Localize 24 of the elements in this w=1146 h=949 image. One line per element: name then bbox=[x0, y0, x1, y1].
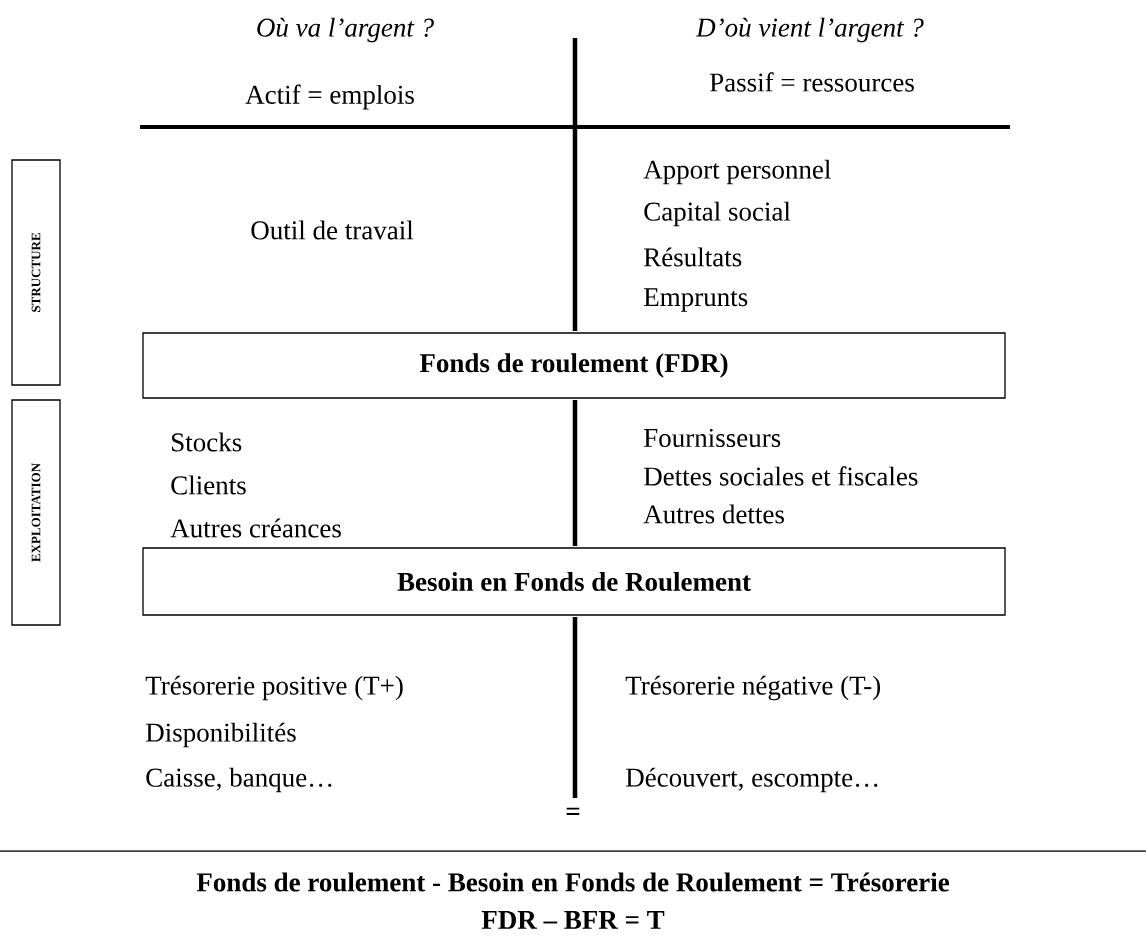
item-label: Disponibilités bbox=[146, 722, 296, 748]
heading-box: Besoin en Fonds de Roulement bbox=[142, 547, 1006, 616]
item-label: Résultats bbox=[644, 247, 742, 267]
column-heading: D’où vient l’argent ? bbox=[695, 17, 924, 43]
item-label: Trésorerie négative (T-) bbox=[625, 675, 880, 701]
section-label-box: EXPLOITATION bbox=[11, 399, 61, 626]
item-label: Stocks bbox=[172, 432, 242, 452]
item-label: Apport personnel bbox=[643, 159, 831, 185]
column-subheading: Passif = ressources bbox=[709, 72, 914, 92]
item-label: Clients bbox=[171, 475, 246, 495]
item-label: Outil de travail bbox=[251, 220, 414, 240]
item-label: Découvert, escompte… bbox=[626, 767, 878, 793]
column-subheading: Actif = emplois bbox=[245, 84, 414, 110]
section-label-box: STRUCTURE bbox=[11, 159, 61, 386]
formula-text: FDR – BFR = T bbox=[481, 911, 665, 929]
equals-sign: = bbox=[566, 807, 580, 815]
item-label: Capital social bbox=[644, 201, 791, 227]
item-label: Caisse, banque… bbox=[146, 767, 332, 793]
item-label: Fournisseurs bbox=[644, 428, 781, 448]
column-heading: Où va l’argent ? bbox=[257, 17, 434, 43]
heading-box: Fonds de roulement (FDR) bbox=[142, 332, 1006, 399]
formula-text: Fonds de roulement - Besoin en Fonds de Roulement = Trésorerie bbox=[196, 872, 949, 892]
item-label: Trésorerie positive (T+) bbox=[145, 675, 403, 701]
item-label: Dettes sociales et fiscales bbox=[644, 466, 918, 486]
